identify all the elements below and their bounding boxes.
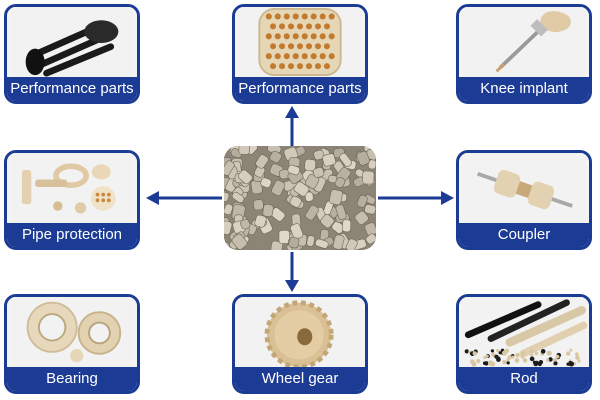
perforated-disc-icon [238, 7, 362, 77]
product-image [235, 7, 365, 77]
black-clip-part-icon [10, 7, 134, 77]
product-image [459, 297, 589, 367]
pipe-parts-icon [10, 153, 134, 223]
product-image [7, 153, 137, 223]
product-label: Pipe protection [7, 223, 137, 247]
product-label: Coupler [459, 223, 589, 247]
product-label: Rod [459, 367, 589, 391]
product-card-coupler: Coupler [456, 150, 592, 250]
product-card-performance-parts-2: Performance parts [232, 4, 368, 104]
product-image [7, 297, 137, 367]
product-card-rod: Rod [456, 294, 592, 394]
knee-implant-icon [462, 7, 586, 77]
gear-icon [238, 297, 362, 367]
product-card-knee-implant: Knee implant [456, 4, 592, 104]
granules-image [224, 146, 376, 250]
arrow-right-icon [378, 190, 454, 206]
product-label: Wheel gear [235, 367, 365, 391]
arrow-left-icon [146, 190, 222, 206]
bearing-icon [10, 297, 134, 367]
arrow-down-icon [284, 252, 300, 292]
granules-icon [224, 146, 376, 250]
product-card-pipe-protection: Pipe protection [4, 150, 140, 250]
product-image [7, 7, 137, 77]
product-label: Performance parts [7, 77, 137, 101]
product-card-wheel-gear: Wheel gear [232, 294, 368, 394]
product-image [235, 297, 365, 367]
arrow-up-icon [284, 106, 300, 146]
product-label: Performance parts [235, 77, 365, 101]
rods-and-pellets-icon [462, 297, 588, 367]
product-card-performance-parts-1: Performance parts [4, 4, 140, 104]
product-image [459, 153, 589, 223]
product-card-bearing: Bearing [4, 294, 140, 394]
product-label: Knee implant [459, 77, 589, 101]
product-label: Bearing [7, 367, 137, 391]
coupler-icon [462, 153, 586, 223]
product-image [459, 7, 589, 77]
